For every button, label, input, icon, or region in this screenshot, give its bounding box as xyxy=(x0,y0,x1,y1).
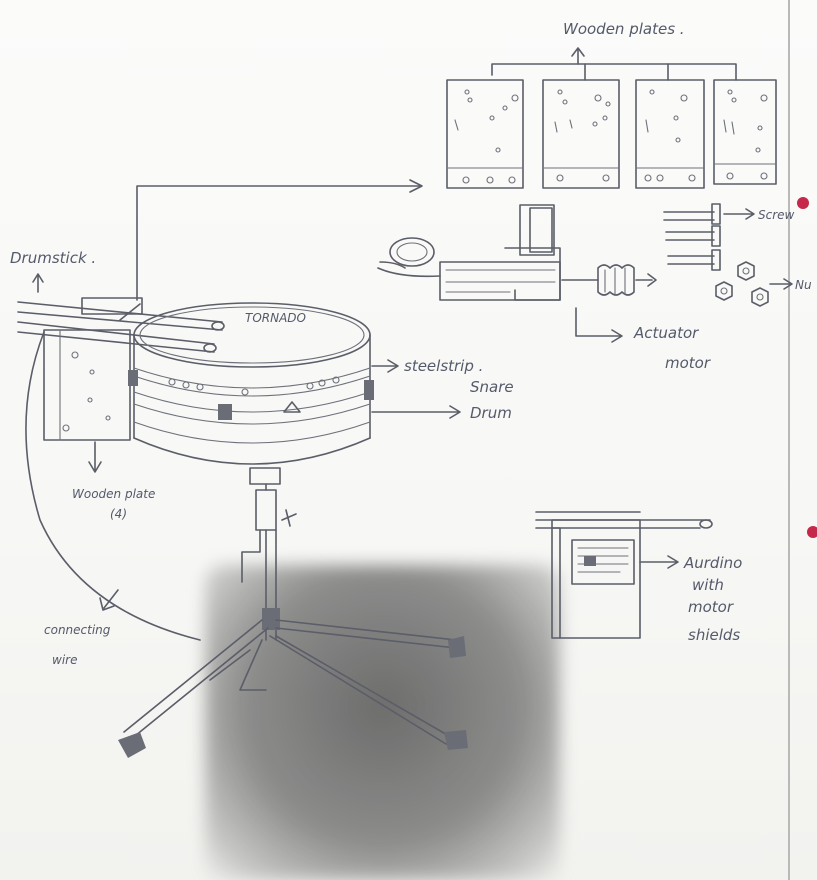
arrow-line-to-plates xyxy=(137,186,420,300)
nuts: Nu xyxy=(716,262,812,306)
label-snare-line2: Drum xyxy=(470,404,512,422)
label-tornado: TORNADO xyxy=(245,311,306,325)
actuator-motor: Actuator motor xyxy=(378,205,711,372)
wooden-plate-2 xyxy=(543,80,619,188)
label-drumstick: Drumstick . xyxy=(10,249,96,267)
label-arduino-line2: with xyxy=(692,576,724,594)
screws: Screw xyxy=(664,204,795,270)
wooden-plate-1 xyxy=(447,80,523,188)
label-nut: Nu xyxy=(795,278,812,292)
label-actuator-line2: motor xyxy=(665,354,711,372)
label-wooden-plate-4-line1: Wooden plate xyxy=(72,487,155,501)
label-actuator-line1: Actuator xyxy=(633,324,699,342)
label-arduino-line1: Aurdino xyxy=(683,554,742,572)
label-steel-strip: steelstrip . xyxy=(404,357,483,375)
wooden-plates-group: Wooden plates . xyxy=(447,20,776,188)
wooden-plate-4 xyxy=(714,80,776,184)
label-snare-line1: Snare xyxy=(470,378,514,396)
label-connecting-line1: connecting xyxy=(44,623,111,637)
label-arduino-line3: motor xyxy=(688,598,734,616)
label-wooden-plates: Wooden plates . xyxy=(563,20,685,38)
arduino-box: Aurdino with motor shields xyxy=(536,512,742,644)
drum-stand xyxy=(118,468,468,758)
label-connecting-line2: wire xyxy=(52,653,77,667)
drumstick-assembly: Drumstick . Wooden plate (4) xyxy=(10,249,224,521)
wooden-plate-3 xyxy=(636,80,704,188)
label-wooden-plate-4-line2: (4) xyxy=(110,507,127,521)
label-screw: Screw xyxy=(758,208,795,222)
label-arduino-line4: shields xyxy=(688,626,740,644)
